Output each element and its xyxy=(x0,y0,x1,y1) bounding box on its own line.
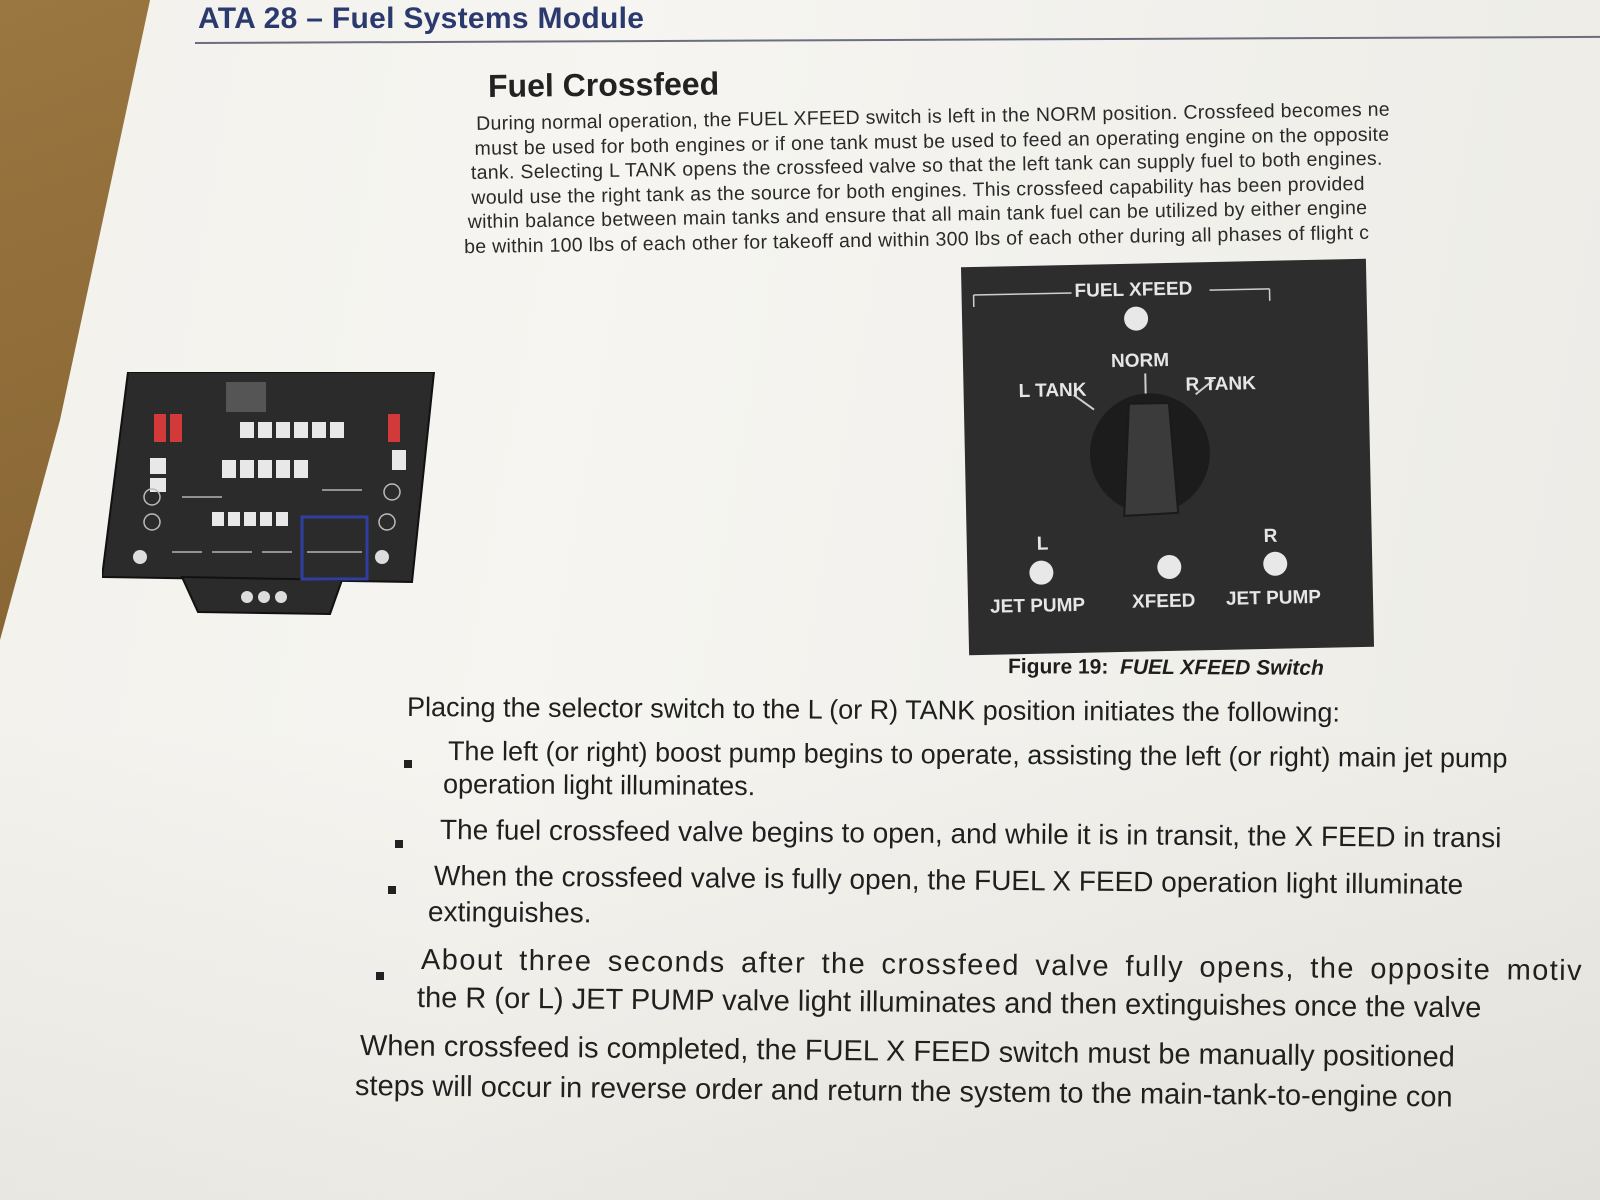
jet-pump-left-label: JET PUMP xyxy=(989,594,1086,618)
l-tank-label: L TANK xyxy=(1018,379,1087,403)
intro-paragraph: During normal operation, the FUEL XFEED … xyxy=(464,94,1600,259)
xfeed-frame-lines xyxy=(972,288,1271,517)
header-rule xyxy=(194,35,1600,44)
bullet-marker xyxy=(395,840,403,848)
module-header: ATA 28 – Fuel Systems Module xyxy=(198,2,645,35)
bullet-1-line-1: The left (or right) boost pump begins to… xyxy=(447,736,1508,774)
norm-label: NORM xyxy=(1110,349,1170,373)
r-tank-label: R TANK xyxy=(1185,373,1257,396)
bullet-marker xyxy=(376,972,384,980)
bullet-marker xyxy=(388,886,396,894)
bullet-4-line-2: the R (or L) JET PUMP valve light illumi… xyxy=(416,982,1482,1025)
bullet-1-line-2: operation light illuminates. xyxy=(442,769,756,802)
jet-pump-right-label: JET PUMP xyxy=(1225,586,1322,610)
bullet-3-line-1: When the crossfeed valve is fully open, … xyxy=(433,860,1464,900)
caption-prefix: Figure 19: xyxy=(1007,655,1109,679)
overhead-panel-illustration xyxy=(102,372,436,616)
caption-title: FUEL XFEED Switch xyxy=(1119,655,1324,680)
closing-line-2: steps will occur in reverse order and re… xyxy=(354,1070,1453,1114)
right-label: R xyxy=(1263,525,1278,548)
bullet-3-line-2: extinguishes. xyxy=(427,896,592,929)
xfeed-title: FUEL XFEED xyxy=(1074,278,1193,302)
figure-caption: Figure 19: FUEL XFEED Switch xyxy=(1008,655,1324,681)
bullet-4-line-1: About three seconds after the crossfeed … xyxy=(420,944,1584,988)
bullet-marker xyxy=(404,760,412,768)
body-intro: Placing the selector switch to the L (or… xyxy=(406,692,1341,728)
section-title: Fuel Crossfeed xyxy=(487,65,720,104)
left-label: L xyxy=(1036,533,1049,555)
fuel-xfeed-switch-figure: FUEL XFEED NORM L TANK R TANK L R JET PU… xyxy=(960,258,1375,656)
bullet-2-line-1: The fuel crossfeed valve begins to open,… xyxy=(439,814,1502,854)
closing-line-1: When crossfeed is completed, the FUEL X … xyxy=(359,1030,1456,1074)
xfeed-label: XFEED xyxy=(1131,590,1196,613)
selector-knob-pointer xyxy=(1123,401,1180,517)
